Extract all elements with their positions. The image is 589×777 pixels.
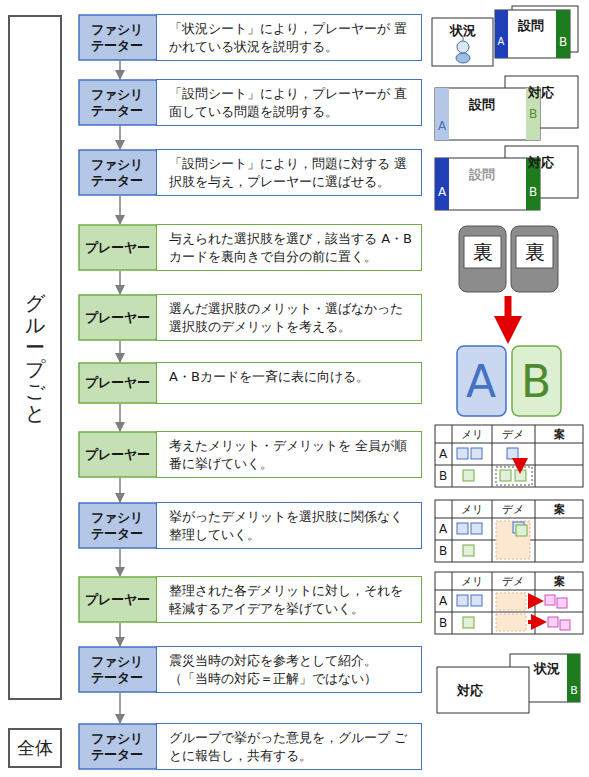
- flow-arrow: [119, 623, 121, 646]
- flow-arrow: [119, 549, 121, 576]
- step-description: 震災当時の対応を参考として紹介。 （「当時の対応＝正解」ではない）: [156, 646, 422, 693]
- process-step: プレーヤー選んだ選択肢のメリット・選ばなかった 選択肢のデメリットを考える。: [78, 294, 422, 341]
- table-row: B: [439, 617, 447, 629]
- card-label: 設問: [469, 168, 495, 181]
- role-label: ファシリ テーター: [78, 653, 156, 686]
- step-description: 与えられた選択肢を選び，該当する A・Bカードを裏向きで自分の前に置く。: [156, 224, 422, 271]
- step-description: A・Bカードを一斉に表に向ける。: [156, 362, 422, 404]
- step-description: グループで挙がった意見を，グループ ごとに報告し，共有する。: [156, 723, 422, 770]
- card-label: 裏: [473, 242, 493, 262]
- face-down-cards: [459, 226, 558, 330]
- card-letter: A: [466, 360, 496, 404]
- role-label: ファシリ テーター: [78, 509, 156, 542]
- process-step: ファシリ テーターグループで挙がった意見を，グループ ごとに報告し，共有する。: [78, 723, 422, 770]
- step-description: 考えたメリット・デメリットを 全員が順番に挙げていく。: [156, 431, 422, 478]
- step-description: 「状況シート」により，プレーヤーが 置かれている状況を説明する。: [156, 14, 422, 61]
- step-description: 「設問シート」により，問題に対する 選択肢を与え，プレーヤーに選ばせる。: [156, 149, 422, 196]
- step-description: 「設問シート」により，プレーヤーが 直面している問題を説明する。: [156, 79, 422, 126]
- response-cards: [437, 654, 580, 713]
- table-row: A: [439, 523, 447, 535]
- process-step: ファシリ テーター「設問シート」により，プレーヤーが 直面している問題を説明する…: [78, 79, 422, 126]
- situation-cards: [432, 6, 578, 66]
- table-header: 案: [554, 576, 565, 587]
- flow-arrow: [119, 61, 121, 79]
- flow-arrow: [119, 271, 121, 294]
- role-label: プレーヤー: [78, 591, 156, 607]
- process-step: ファシリ テーター震災当時の対応を参考として紹介。 （「当時の対応＝正解」ではな…: [78, 646, 422, 693]
- card-letter: B: [529, 108, 537, 120]
- card-label: 裏: [525, 242, 545, 262]
- role-label: プレーヤー: [78, 239, 156, 255]
- role-label: ファシリ テーター: [78, 156, 156, 189]
- scope-label: 全体: [17, 736, 53, 760]
- step-description: 整理された各デメリットに対し，それを 軽減するアイデアを挙げていく。: [156, 576, 422, 623]
- card-letter: A: [438, 120, 446, 132]
- table-row: B: [439, 545, 447, 557]
- group-band: グループごと: [8, 15, 62, 700]
- process-step: ファシリ テーター「設問シート」により，問題に対する 選択肢を与え，プレーヤーに…: [78, 149, 422, 196]
- flow-arrow: [119, 478, 121, 502]
- step-description: 挙がったデメリットを選択肢に関係なく 整理していく。: [156, 502, 422, 549]
- role-label: ファシリ テーター: [78, 730, 156, 763]
- step-description: 選んだ選択肢のメリット・選ばなかった 選択肢のデメリットを考える。: [156, 294, 422, 341]
- table-header: メリ: [461, 576, 483, 587]
- card-label: 対応: [528, 156, 554, 169]
- process-step: ファシリ テーター挙がったデメリットを選択肢に関係なく 整理していく。: [78, 502, 422, 549]
- role-label: ファシリ テーター: [78, 21, 156, 54]
- table-1: [435, 425, 583, 487]
- process-step: プレーヤー考えたメリット・デメリットを 全員が順番に挙げていく。: [78, 431, 422, 478]
- table-header: メリ: [461, 504, 483, 515]
- card-label: 設問: [518, 19, 544, 32]
- table-header: デメ: [502, 429, 524, 440]
- card-label: 状況: [450, 24, 476, 37]
- card-label: 対応: [457, 684, 483, 697]
- card-letter: B: [521, 360, 551, 404]
- table-row: A: [439, 595, 447, 607]
- table-header: 案: [554, 429, 565, 440]
- table-row: A: [439, 448, 447, 460]
- card-label: 設問: [469, 98, 495, 111]
- table-2: [435, 500, 583, 562]
- table-3: [435, 572, 583, 634]
- process-step: プレーヤー整理された各デメリットに対し，それを 軽減するアイデアを挙げていく。: [78, 576, 422, 623]
- role-label: ファシリ テーター: [78, 86, 156, 119]
- group-label: グループごと: [25, 292, 45, 424]
- table-header: メリ: [461, 429, 483, 440]
- flow-arrow: [119, 196, 121, 224]
- table-row: B: [439, 470, 447, 482]
- role-label: プレーヤー: [78, 446, 156, 462]
- table-header: 案: [554, 504, 565, 515]
- process-step: プレーヤー与えられた選択肢を選び，該当する A・Bカードを裏向きで自分の前に置く…: [78, 224, 422, 271]
- flow-arrow: [119, 693, 121, 723]
- table-header: デメ: [502, 576, 524, 587]
- table-header: デメ: [502, 504, 524, 515]
- card-letter: A: [498, 37, 505, 47]
- choice-cards: [435, 146, 578, 210]
- card-label: 状況: [534, 662, 560, 675]
- role-label: プレーヤー: [78, 309, 156, 325]
- role-label: プレーヤー: [78, 375, 156, 391]
- face-up-cards: [457, 346, 561, 416]
- process-step: プレーヤーA・Bカードを一斉に表に向ける。: [78, 362, 422, 404]
- card-letter: A: [438, 186, 446, 198]
- card-letter: B: [559, 36, 567, 48]
- card-letter: B: [529, 186, 537, 198]
- flow-arrow: [119, 126, 121, 149]
- flow-arrow: [119, 404, 121, 431]
- flow-arrow: [119, 341, 121, 362]
- group-band: 全体: [8, 728, 62, 768]
- card-letter: B: [570, 685, 578, 696]
- process-step: ファシリ テーター「状況シート」により，プレーヤーが 置かれている状況を説明する…: [78, 14, 422, 61]
- question-cards: [435, 76, 578, 140]
- card-label: 対応: [528, 86, 554, 99]
